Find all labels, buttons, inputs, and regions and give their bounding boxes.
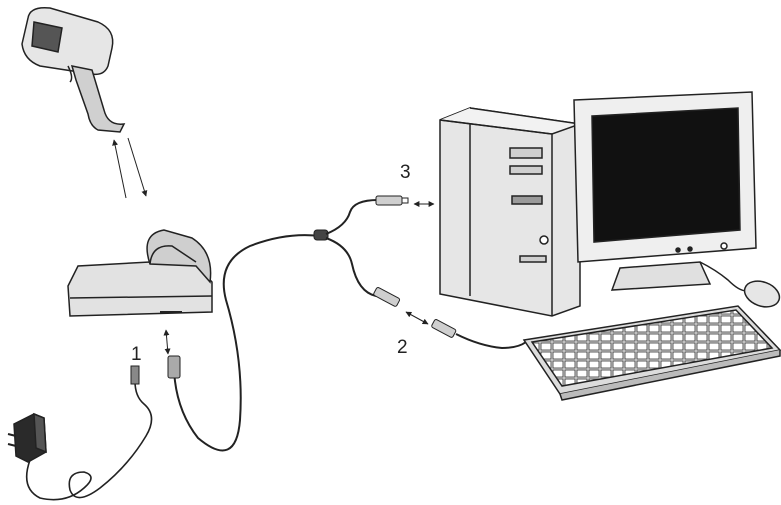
- callout-power-port: 1: [131, 345, 142, 364]
- keyboard-cable: [456, 334, 526, 348]
- connector-icon: [373, 287, 400, 307]
- connector-icon: [376, 196, 408, 205]
- keyboard-icon: [524, 306, 780, 400]
- power-adapter-icon: [8, 414, 46, 462]
- cradle-port-arrows: [166, 330, 168, 354]
- keyboard-port-arrow: [406, 312, 428, 324]
- computer-tower-icon: [440, 108, 580, 316]
- connector-icon: [131, 366, 139, 384]
- keyboard-branch-cable: [326, 238, 376, 296]
- connector-icon: [431, 319, 456, 338]
- monitor-icon: [574, 92, 756, 290]
- scanner-link-arrows: [114, 138, 146, 198]
- cradle-icon: [68, 230, 212, 316]
- callout-keyboard-port: 2: [397, 338, 408, 357]
- callout-host-port: 3: [400, 163, 411, 182]
- mouse-cable: [700, 262, 750, 291]
- host-branch-cable: [326, 200, 378, 234]
- cradle-cable-plug: [168, 356, 180, 378]
- mouse-icon: [741, 277, 781, 312]
- barcode-scanner-icon: [22, 8, 124, 132]
